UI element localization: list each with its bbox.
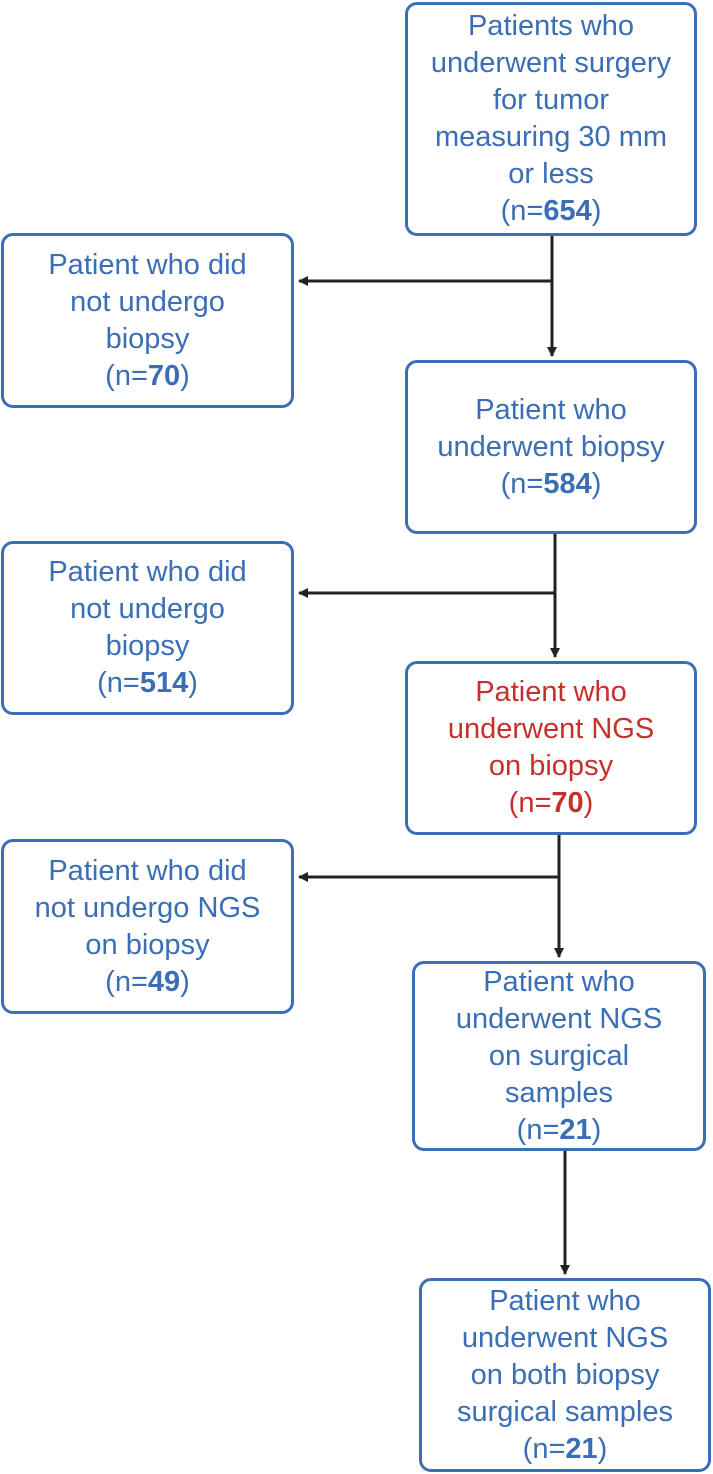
box-ngs-both: Patient who underwent NGS on both biopsy su… — [419, 1278, 711, 1472]
box-underwent-biopsy: Patient who underwent biopsy (n=584) — [405, 360, 697, 534]
count-value: 514 — [139, 667, 189, 699]
box-count: (n=70) — [508, 787, 594, 819]
box-line: for tumor — [492, 84, 610, 116]
box-line: Patient who did — [48, 248, 247, 281]
box-count: (n=21) — [522, 1432, 608, 1465]
box-line: not undergo — [70, 285, 225, 318]
box-ngs-on-biopsy: Patient who underwent NGS on biopsy (n=7… — [405, 661, 697, 835]
count-value: 70 — [147, 359, 181, 392]
count-value: 21 — [565, 1432, 598, 1465]
box-line: samples — [505, 1076, 613, 1109]
box-count: (n=514) — [97, 667, 198, 699]
box-line: underwent NGS — [461, 1321, 669, 1354]
box-line: on biopsy — [85, 928, 210, 961]
box-line: Patient who did — [48, 854, 247, 887]
box-line: Patient who — [489, 1284, 641, 1317]
box-initial: Patients who underwent surgery for tumor… — [405, 2, 697, 236]
box-line: not undergo NGS — [34, 891, 261, 924]
box-line: on biopsy — [488, 750, 614, 782]
box-line: underwent NGS — [447, 713, 655, 745]
box-count: (n=584) — [500, 467, 602, 500]
box-line: Patient who — [475, 393, 627, 426]
box-line: underwent biopsy — [437, 430, 665, 463]
box-count: (n=654) — [500, 195, 602, 227]
box-line: or less — [508, 158, 594, 190]
box-count: (n=21) — [516, 1113, 602, 1146]
box-excluded-no-ngs: Patient who did not undergo NGS on biops… — [1, 839, 294, 1014]
box-line: surgical samples — [457, 1395, 673, 1428]
box-line: Patient who — [475, 676, 627, 708]
box-line: Patient who — [483, 965, 635, 998]
count-value: 21 — [559, 1113, 592, 1146]
box-line: Patient who did — [48, 556, 247, 588]
count-value: 654 — [543, 195, 592, 227]
box-line: on surgical — [488, 1039, 630, 1072]
box-count: (n=49) — [105, 965, 190, 998]
box-line: measuring 30 mm — [434, 121, 668, 153]
box-ngs-surgical: Patient who underwent NGS on surgical sa… — [412, 961, 706, 1151]
box-line: not undergo — [70, 593, 225, 625]
count-value: 584 — [543, 467, 592, 500]
box-line: Patients who — [467, 10, 635, 42]
box-line: biopsy — [105, 630, 190, 662]
box-excluded-no-biopsy-1: Patient who did not undergo biopsy (n=70… — [1, 233, 294, 408]
count-value: 70 — [551, 787, 584, 819]
box-line: biopsy — [105, 322, 190, 355]
box-count: (n=70) — [105, 359, 190, 392]
box-excluded-no-biopsy-2: Patient who did not undergo biopsy (n=51… — [1, 541, 294, 715]
box-line: underwent NGS — [455, 1002, 663, 1035]
box-line: underwent surgery — [430, 47, 672, 79]
box-line: on both biopsy — [470, 1358, 660, 1391]
count-value: 49 — [147, 965, 181, 998]
